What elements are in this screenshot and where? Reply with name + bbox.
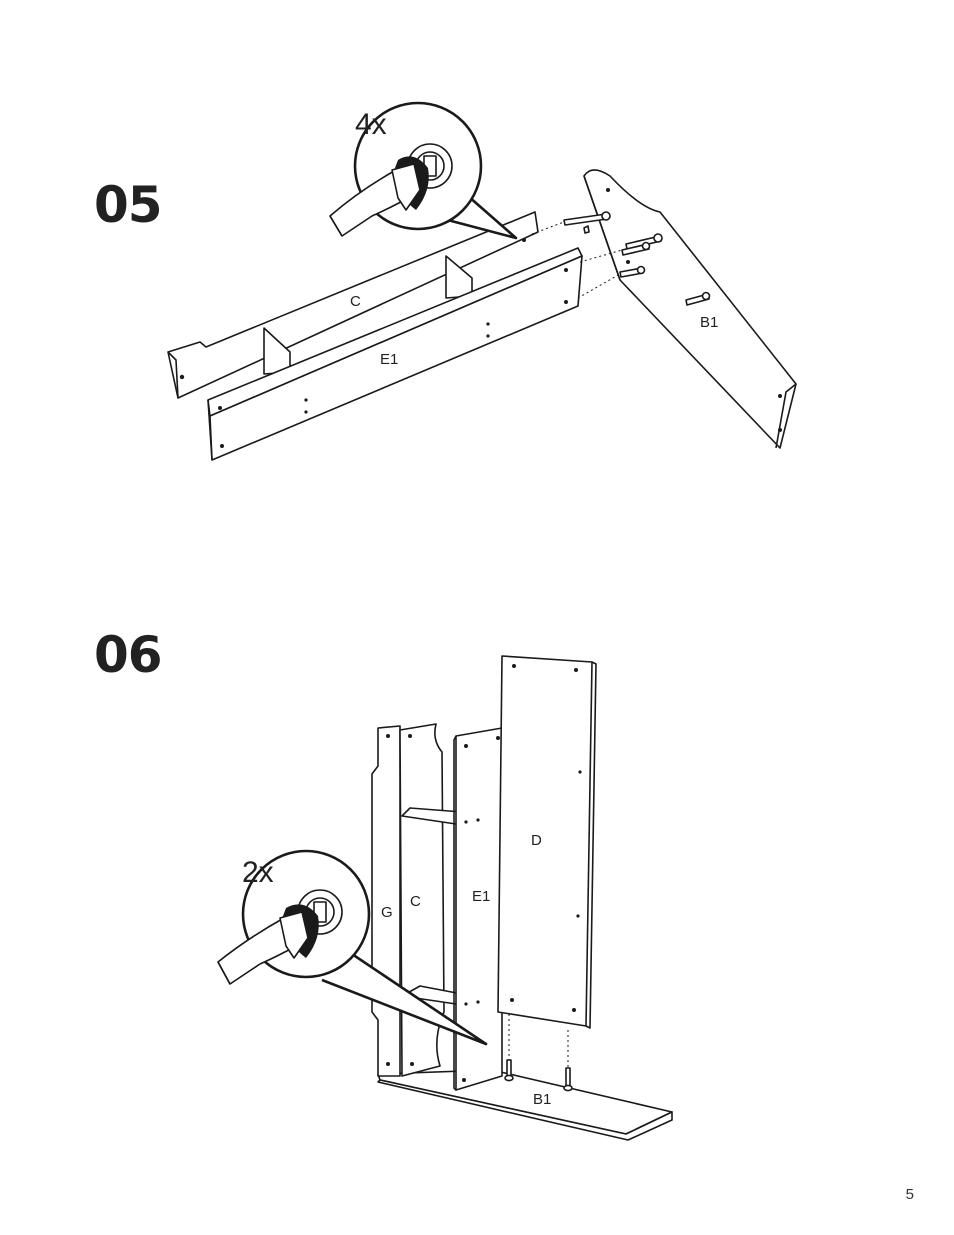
part-label-d: D bbox=[531, 832, 542, 849]
panel-g bbox=[372, 726, 400, 1076]
quantity-label: 2x bbox=[242, 856, 274, 889]
part-label-b1: B1 bbox=[533, 1091, 551, 1108]
panel-b1 bbox=[584, 170, 796, 448]
panel-b1 bbox=[378, 1070, 672, 1140]
part-label-c: C bbox=[350, 293, 361, 310]
part-label-e1: E1 bbox=[472, 888, 490, 905]
part-label-e1: E1 bbox=[380, 351, 398, 368]
part-label-b1: B1 bbox=[700, 314, 718, 331]
panel-d bbox=[498, 656, 596, 1028]
part-label-c: C bbox=[410, 893, 421, 910]
step-06-illustration: 2x G C E1 D B1 bbox=[218, 656, 672, 1140]
step-05-illustration: 4x C E1 B1 bbox=[168, 103, 796, 460]
part-label-g: G bbox=[381, 904, 393, 921]
quantity-label: 4x bbox=[355, 108, 387, 141]
